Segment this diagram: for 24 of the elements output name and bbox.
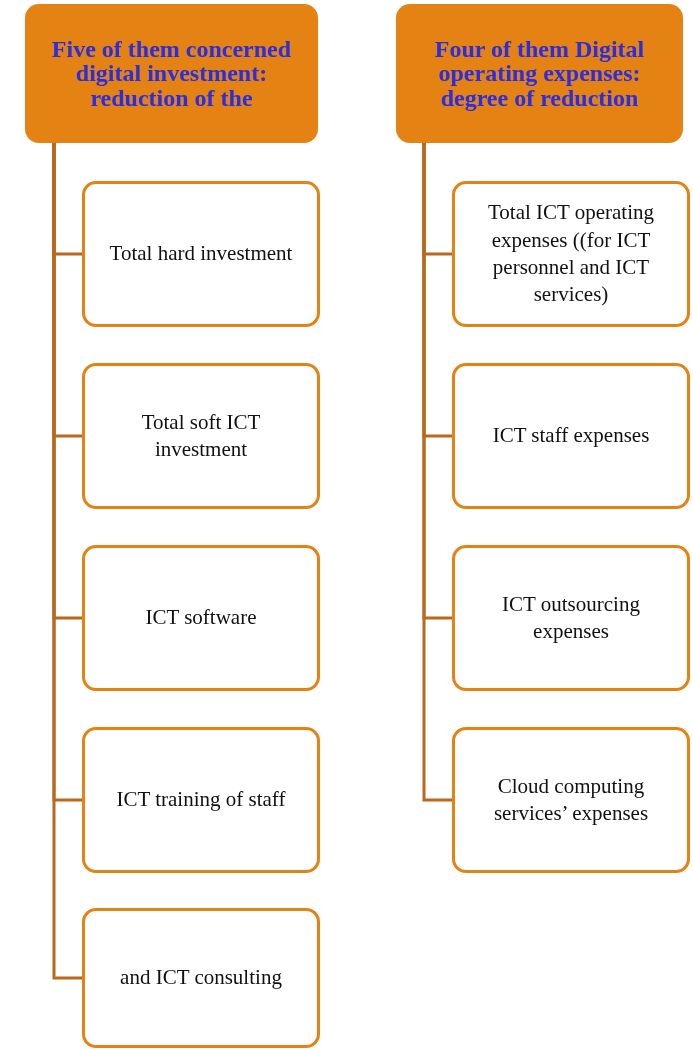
item-box — [452, 545, 690, 691]
header-box — [25, 4, 318, 143]
header-box — [396, 4, 683, 143]
item-text: ICT staff expenses — [492, 422, 650, 450]
item-box — [82, 908, 320, 1048]
item-box — [82, 545, 320, 691]
item-box — [82, 181, 320, 327]
item-text: ICT software — [145, 604, 257, 632]
item-text: Total ICT operating expenses ((for ICT personnel and ICT services) — [486, 199, 656, 309]
item-text: Cloud computing services’ expenses — [492, 772, 650, 827]
item-box — [82, 727, 320, 873]
item-text: ICT outsourcing expenses — [501, 590, 641, 645]
item-box — [452, 727, 690, 873]
heading-text: Four of them Digital operating expenses: degree of reduction — [433, 36, 646, 111]
connector-line — [52, 143, 82, 980]
item-box — [82, 363, 320, 509]
item-box — [452, 181, 690, 327]
heading-text: Five of them concerned digital investment: reduction of the — [50, 36, 293, 111]
item-box — [452, 363, 690, 509]
connector-line — [422, 143, 452, 802]
item-text: Total soft ICT investment — [140, 408, 262, 463]
item-text: ICT training of staff — [116, 786, 286, 814]
item-text: Total hard investment — [109, 240, 293, 268]
item-text: and ICT consulting — [120, 964, 282, 992]
